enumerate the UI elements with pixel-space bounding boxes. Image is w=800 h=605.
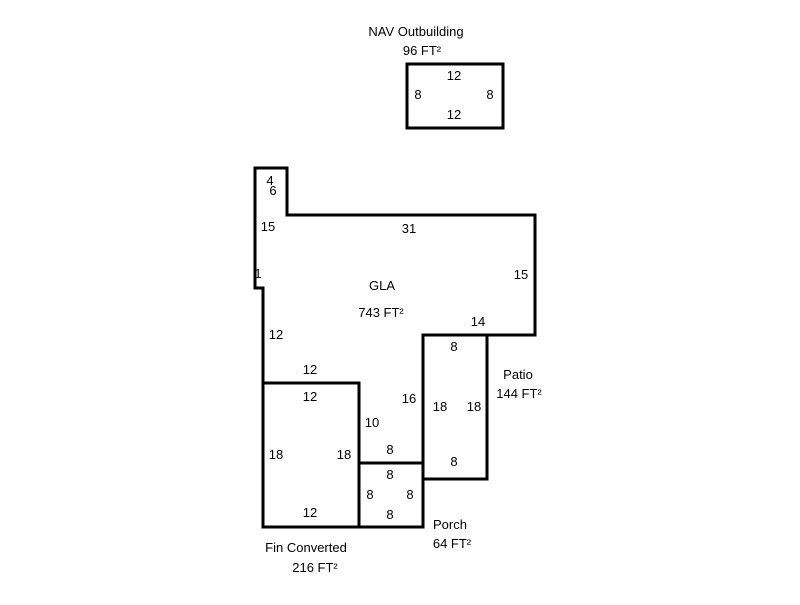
fin-converted-outline: [261, 381, 361, 529]
dimension-label: 12: [303, 505, 317, 520]
dimension-label: 1: [254, 266, 261, 281]
fin-converted-name: Fin Converted: [265, 540, 347, 555]
dimension-label: 10: [365, 415, 379, 430]
nav-outbuilding-name: NAV Outbuilding: [368, 24, 463, 39]
dimension-label: 12: [447, 107, 461, 122]
porch-name: Porch: [433, 517, 467, 532]
dimension-label: 18: [337, 447, 351, 462]
patio-outline: [421, 333, 489, 481]
dimension-label: 15: [514, 267, 528, 282]
gla-area-value: 743 FT²: [358, 305, 404, 320]
patio-area-value: 144 FT²: [496, 386, 542, 401]
dimension-label: 8: [450, 339, 457, 354]
fin-converted-area[interactable]: Fin Converted 216 FT² 12 18 18 12: [261, 381, 361, 575]
dimension-label: 8: [414, 87, 421, 102]
dimension-label: 18: [467, 399, 481, 414]
dimension-label: 18: [433, 399, 447, 414]
patio-name: Patio: [503, 367, 533, 382]
dimension-label: 8: [450, 454, 457, 469]
fin-converted-area-value: 216 FT²: [292, 560, 338, 575]
nav-outbuilding-area: 96 FT²: [403, 43, 442, 58]
dimension-label: 8: [366, 487, 373, 502]
porch-outline: [357, 461, 425, 529]
dimension-label: 8: [386, 507, 393, 522]
nav-outbuilding-outline: [405, 62, 505, 130]
dimension-label: 8: [386, 467, 393, 482]
porch-area[interactable]: Porch 64 FT² 8 8 8 8: [357, 461, 472, 551]
dimension-label: 18: [269, 447, 283, 462]
dimension-label: 8: [406, 487, 413, 502]
dimension-label: 8: [386, 442, 393, 457]
dimension-label: 6: [269, 183, 276, 198]
porch-area-value: 64 FT²: [433, 536, 472, 551]
dimension-label: 16: [402, 391, 416, 406]
dimension-label: 31: [402, 221, 416, 236]
dimension-label: 4: [266, 173, 273, 188]
patio-area[interactable]: Patio 144 FT² 8 18 18 8: [421, 333, 542, 481]
gla-area[interactable]: GLA 743 FT² 4 6 15 31 1 15 12 14 12 16 1…: [253, 166, 537, 465]
dimension-label: 15: [261, 219, 275, 234]
dimension-label: 12: [303, 389, 317, 404]
dimension-label: 12: [269, 327, 283, 342]
dimension-label: 12: [303, 362, 317, 377]
dimension-label: 14: [471, 314, 485, 329]
dimension-label: 12: [447, 68, 461, 83]
gla-name: GLA: [369, 278, 395, 293]
nav-outbuilding[interactable]: NAV Outbuilding 96 FT² 12 8 8 12: [368, 24, 505, 130]
dimension-label: 8: [486, 87, 493, 102]
